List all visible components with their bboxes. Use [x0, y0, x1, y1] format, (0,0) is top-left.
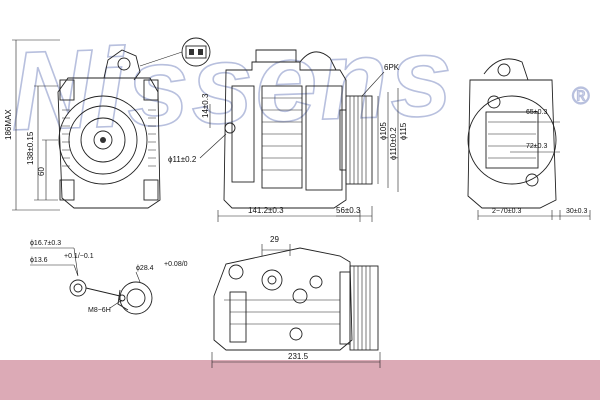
- dim-138: 138±0.15: [26, 131, 35, 165]
- dim-30: 30±0.3: [566, 208, 587, 215]
- dim-115: ϕ115: [399, 122, 408, 140]
- dim-231: 231.5: [288, 352, 309, 361]
- dim-110: ϕ110±0.2: [389, 127, 398, 160]
- dim-belt-6pk: 6PK: [384, 63, 400, 72]
- dim-29: 29: [270, 235, 279, 244]
- dim-2x70: 2−70±0.3: [492, 208, 521, 215]
- dim-56: 56±0.3: [336, 206, 361, 215]
- footer-band: [0, 360, 600, 400]
- dim-height-max: 186MAX: [4, 109, 13, 140]
- registered-mark: ®: [572, 83, 590, 110]
- dim-thread-m8: M8−6H: [88, 307, 111, 314]
- dim-28-tolerance: +0.08/0: [164, 261, 188, 268]
- dim-16: ϕ16.7±0.3: [30, 240, 61, 247]
- side-view: 14±0.3 ϕ11±0.2 6PK ϕ105 ϕ110±0.2 ϕ115 14…: [168, 49, 408, 222]
- dim-141: 141.2±0.3: [248, 206, 284, 215]
- dim-72: 72±0.3: [526, 143, 547, 150]
- dim-14: 14±0.3: [201, 93, 210, 118]
- dim-28: ϕ28.4: [136, 265, 154, 272]
- flange-detail: ϕ16.7±0.3 ϕ13.6 +0.1/−0.1 ϕ28.4 +0.08/0 …: [30, 240, 188, 315]
- bottom-view: 29 231.5: [211, 235, 381, 368]
- dim-105: ϕ105: [379, 122, 388, 140]
- dim-60: 60: [37, 167, 46, 176]
- front-view: 186MAX 138±0.15 60: [4, 37, 211, 211]
- dim-13-tolerance: +0.1/−0.1: [64, 253, 94, 260]
- end-view: 65±0.3 72±0.3 2−70±0.3 30±0.3: [467, 58, 591, 220]
- dim-13: ϕ13.6: [30, 257, 48, 264]
- dim-65: 65±0.3: [526, 109, 547, 116]
- dim-11: ϕ11±0.2: [168, 155, 197, 164]
